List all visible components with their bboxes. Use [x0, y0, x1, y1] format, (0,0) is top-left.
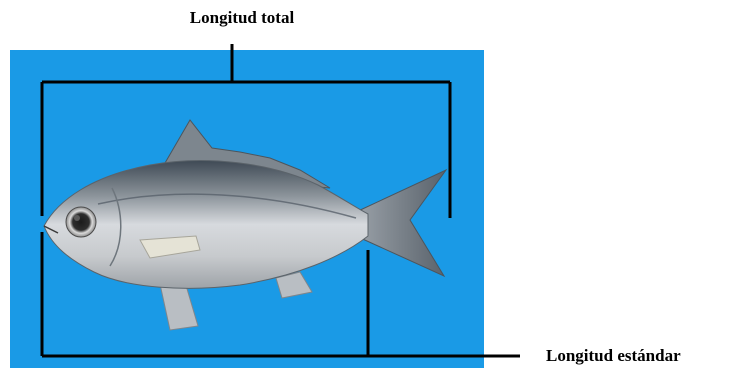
fish-eye-highlight [74, 215, 80, 221]
fish-eye [66, 207, 96, 237]
